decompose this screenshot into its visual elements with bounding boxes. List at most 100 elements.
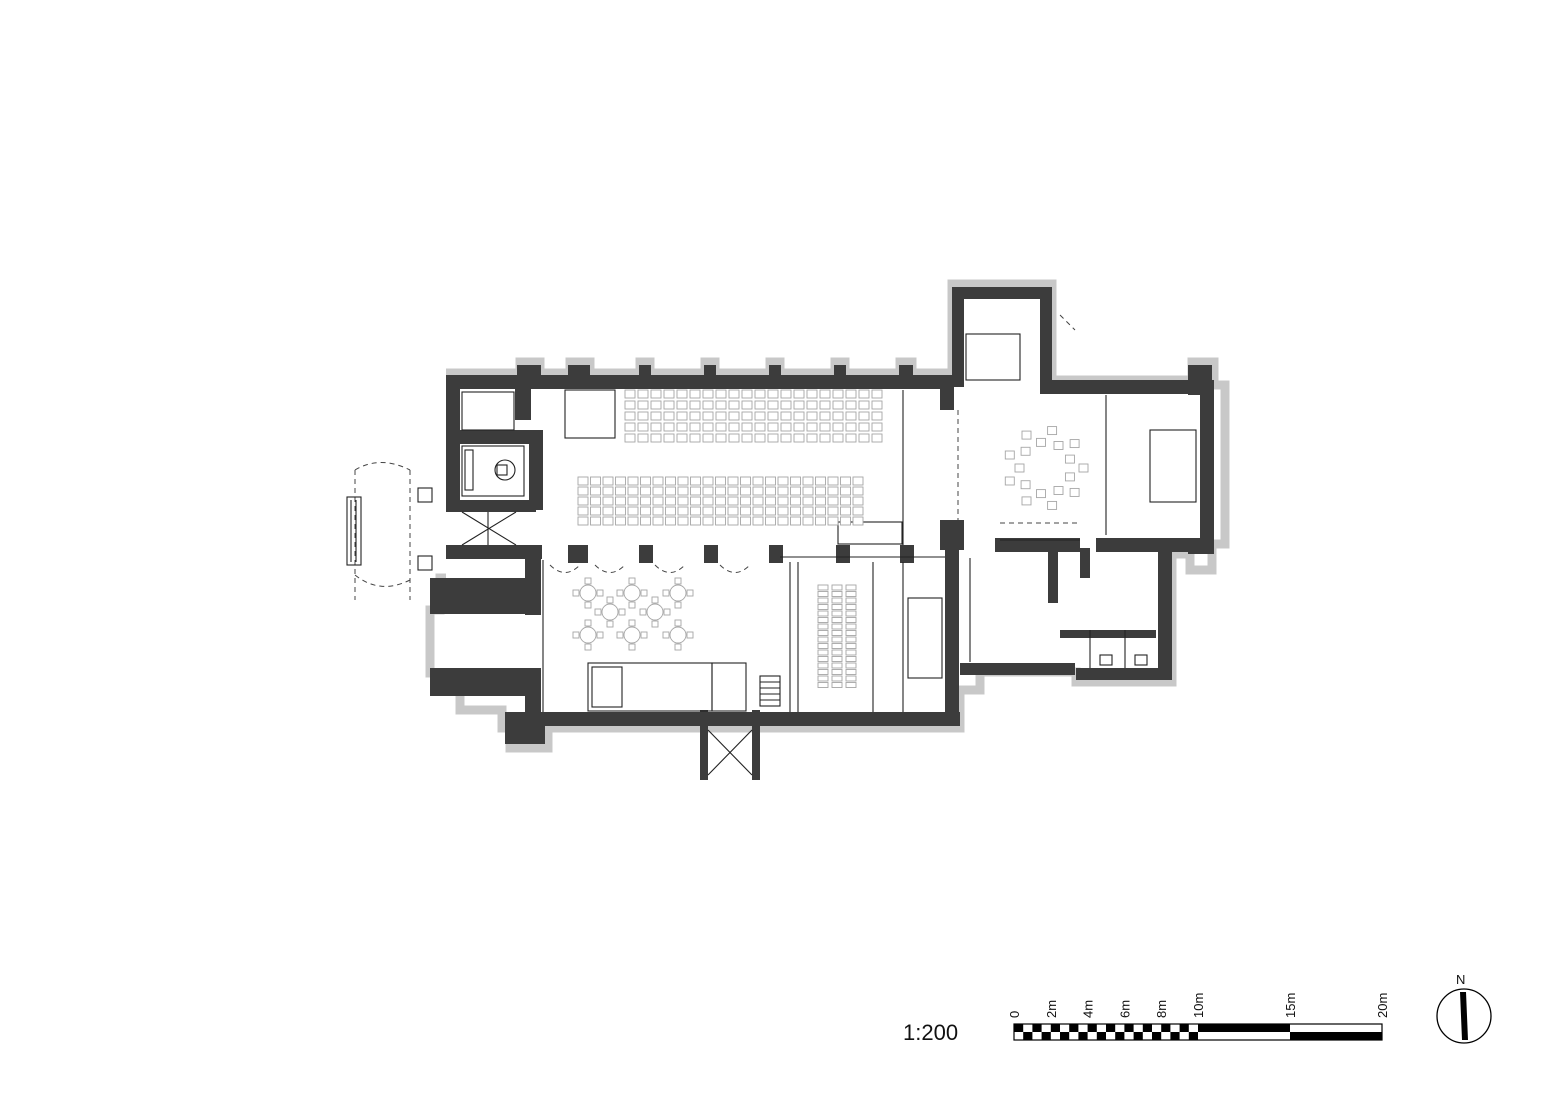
chair [790,476,801,486]
chair [665,486,676,496]
chair [615,486,626,496]
chair [815,506,826,516]
chair [858,422,870,432]
chair [640,476,651,486]
chair [674,601,682,609]
chair [840,506,851,516]
scale-cell [1198,1024,1290,1032]
chair [715,400,727,410]
chair [594,608,602,616]
chair [817,604,829,610]
chair [686,589,694,597]
chair [639,608,647,616]
chair [584,577,592,585]
scale-cell [1115,1032,1125,1040]
chair [650,411,662,421]
scale-cell [1087,1024,1097,1032]
chair [1047,500,1058,510]
chair [1004,476,1015,486]
chair [817,597,829,604]
chair [741,411,753,421]
chair [702,486,714,496]
chair [1069,439,1080,449]
chair [702,422,714,432]
scale-tick-label: 6m [1117,1000,1132,1018]
chair [817,610,829,617]
scale-tick-label: 20m [1375,993,1390,1018]
chair [806,389,818,399]
chair [652,516,664,526]
chair [819,411,831,421]
chair [845,617,857,623]
chair [845,610,857,617]
chair [628,601,636,609]
chair [741,422,753,432]
chair [831,610,843,617]
chair [817,682,829,688]
chair [840,516,851,526]
chair [637,400,649,410]
chair [590,506,601,516]
chair [817,617,829,623]
scale-label: 1:200 [903,1020,958,1045]
chair [662,631,670,639]
chair [806,400,818,410]
chair [715,486,726,496]
chair [715,496,726,506]
scale-cell [1023,1032,1033,1040]
chair [777,486,789,496]
chair [689,400,701,410]
chair [790,516,801,526]
chair [740,476,751,486]
chair [665,506,676,516]
chair [817,656,829,662]
chair [817,643,829,649]
chair [715,476,726,486]
chair [663,433,675,443]
scale-cell [1078,1032,1088,1040]
chair [780,400,792,410]
scale-cell [1041,1032,1051,1040]
chair [754,400,766,410]
chair [640,589,648,597]
chair [728,400,740,410]
chair [663,411,675,421]
chair [871,400,883,410]
round-table [579,584,597,602]
scale-cell [1032,1024,1042,1032]
chair [845,433,857,443]
chair [752,506,764,516]
chair [817,675,829,682]
round-table [601,603,619,621]
chair [752,486,764,496]
chair [606,620,614,628]
round-table [669,584,687,602]
chair [840,496,851,506]
chair [852,486,864,496]
round-table [646,603,664,621]
chair [715,506,726,516]
scale-cell [1188,1032,1198,1040]
chair [590,476,601,486]
chair [752,516,764,526]
chair [817,584,829,591]
chair [627,486,639,496]
chair [715,411,727,421]
chair [727,476,739,486]
scale-tick-label: 10m [1191,993,1206,1018]
chair [615,506,626,516]
chair [754,411,766,421]
chair [602,496,614,506]
chair [615,516,626,526]
chair [819,433,831,443]
chair [702,476,714,486]
chair [831,656,843,662]
chair [628,619,636,627]
chair [1053,486,1064,495]
north-arrow-icon: N [1436,972,1492,1044]
chair [819,400,831,410]
scale-cell [1179,1024,1189,1032]
round-table [669,626,687,644]
chair [815,486,826,496]
chair [627,476,639,486]
